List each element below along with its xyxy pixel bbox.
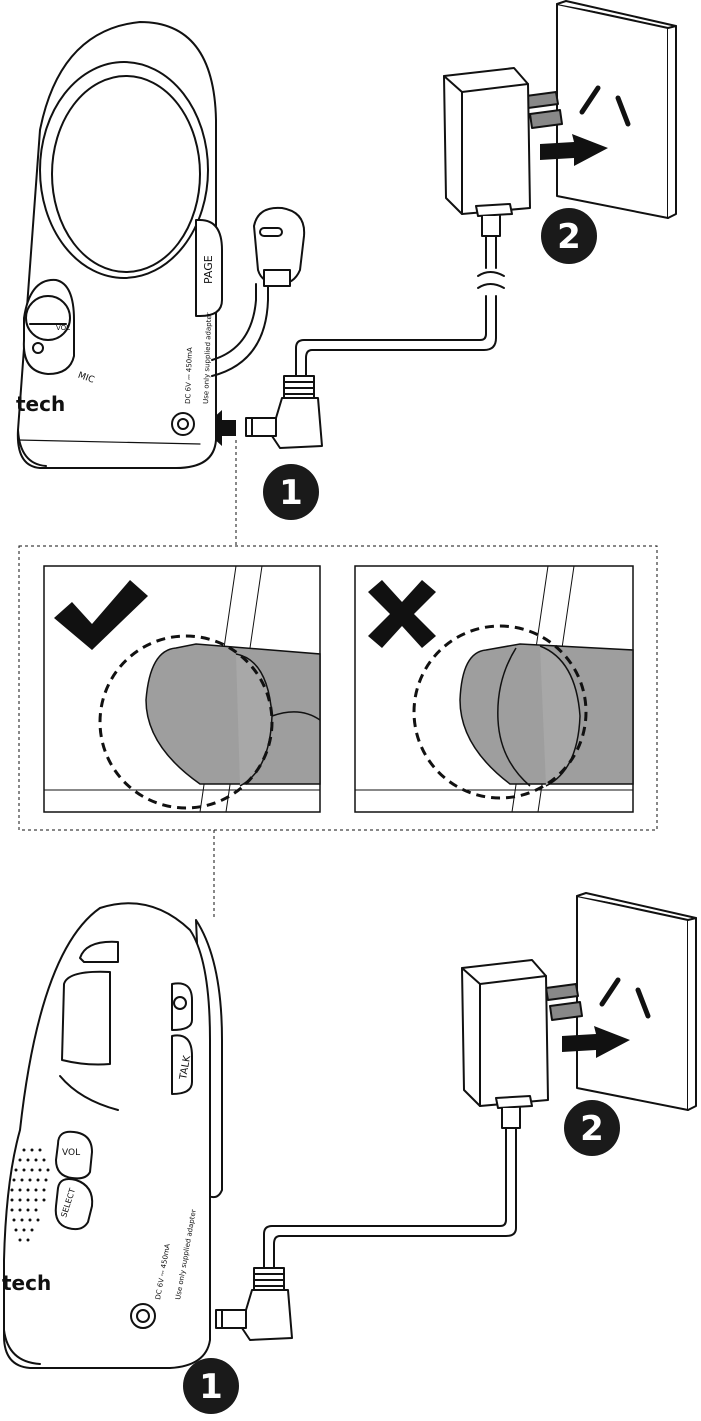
svg-text:1: 1 [199, 1367, 223, 1407]
adapter-cable-bottom [263, 1127, 517, 1271]
push-arrow-bottom-icon [562, 1026, 630, 1058]
top-vol-label: VOL [56, 324, 70, 332]
top-brand-logo: tech [16, 392, 65, 416]
incorrect-insertion-panel [354, 565, 634, 813]
wall-outlet-bottom [576, 892, 697, 1111]
power-adapter-bottom [461, 959, 583, 1129]
bottom-vol-button-label: VOL [62, 1148, 80, 1158]
svg-text:2: 2 [580, 1109, 604, 1149]
correct-insertion-panel [43, 565, 321, 813]
cable-break-mark [477, 271, 505, 289]
check-mark-icon [54, 580, 148, 650]
step-badge-1-top: 1 [263, 464, 319, 520]
dc-plug-top [245, 375, 323, 449]
bottom-illustration [3, 892, 697, 1369]
top-illustration [16, 0, 677, 469]
svg-text:1: 1 [279, 473, 303, 513]
speaker-grille [10, 1148, 50, 1242]
power-adapter-top [443, 67, 563, 237]
top-rating-line1: DC 6V ⎓ 450mA [184, 347, 194, 404]
cross-mark-icon [368, 580, 436, 648]
wall-outlet-top [556, 0, 677, 219]
top-rating-line2: Use only supplied adapter [202, 312, 213, 404]
baby-unit-device [16, 21, 306, 469]
bottom-brand-logo: tech [2, 1271, 51, 1295]
push-arrow-icon [540, 134, 608, 166]
parent-unit-device [3, 902, 223, 1369]
svg-text:2: 2 [557, 217, 581, 257]
step-badge-2-top: 2 [541, 208, 597, 264]
bottom-talk-button-label: TALK [178, 1054, 193, 1081]
step-badge-1-bottom: 1 [183, 1358, 239, 1414]
adapter-cable-top [295, 235, 497, 383]
insert-arrow-top-icon [202, 410, 236, 446]
step-badge-2-bottom: 2 [564, 1100, 620, 1156]
dc-plug-bottom [215, 1267, 293, 1341]
detail-callout [18, 440, 658, 920]
top-page-button-label: PAGE [202, 255, 215, 284]
